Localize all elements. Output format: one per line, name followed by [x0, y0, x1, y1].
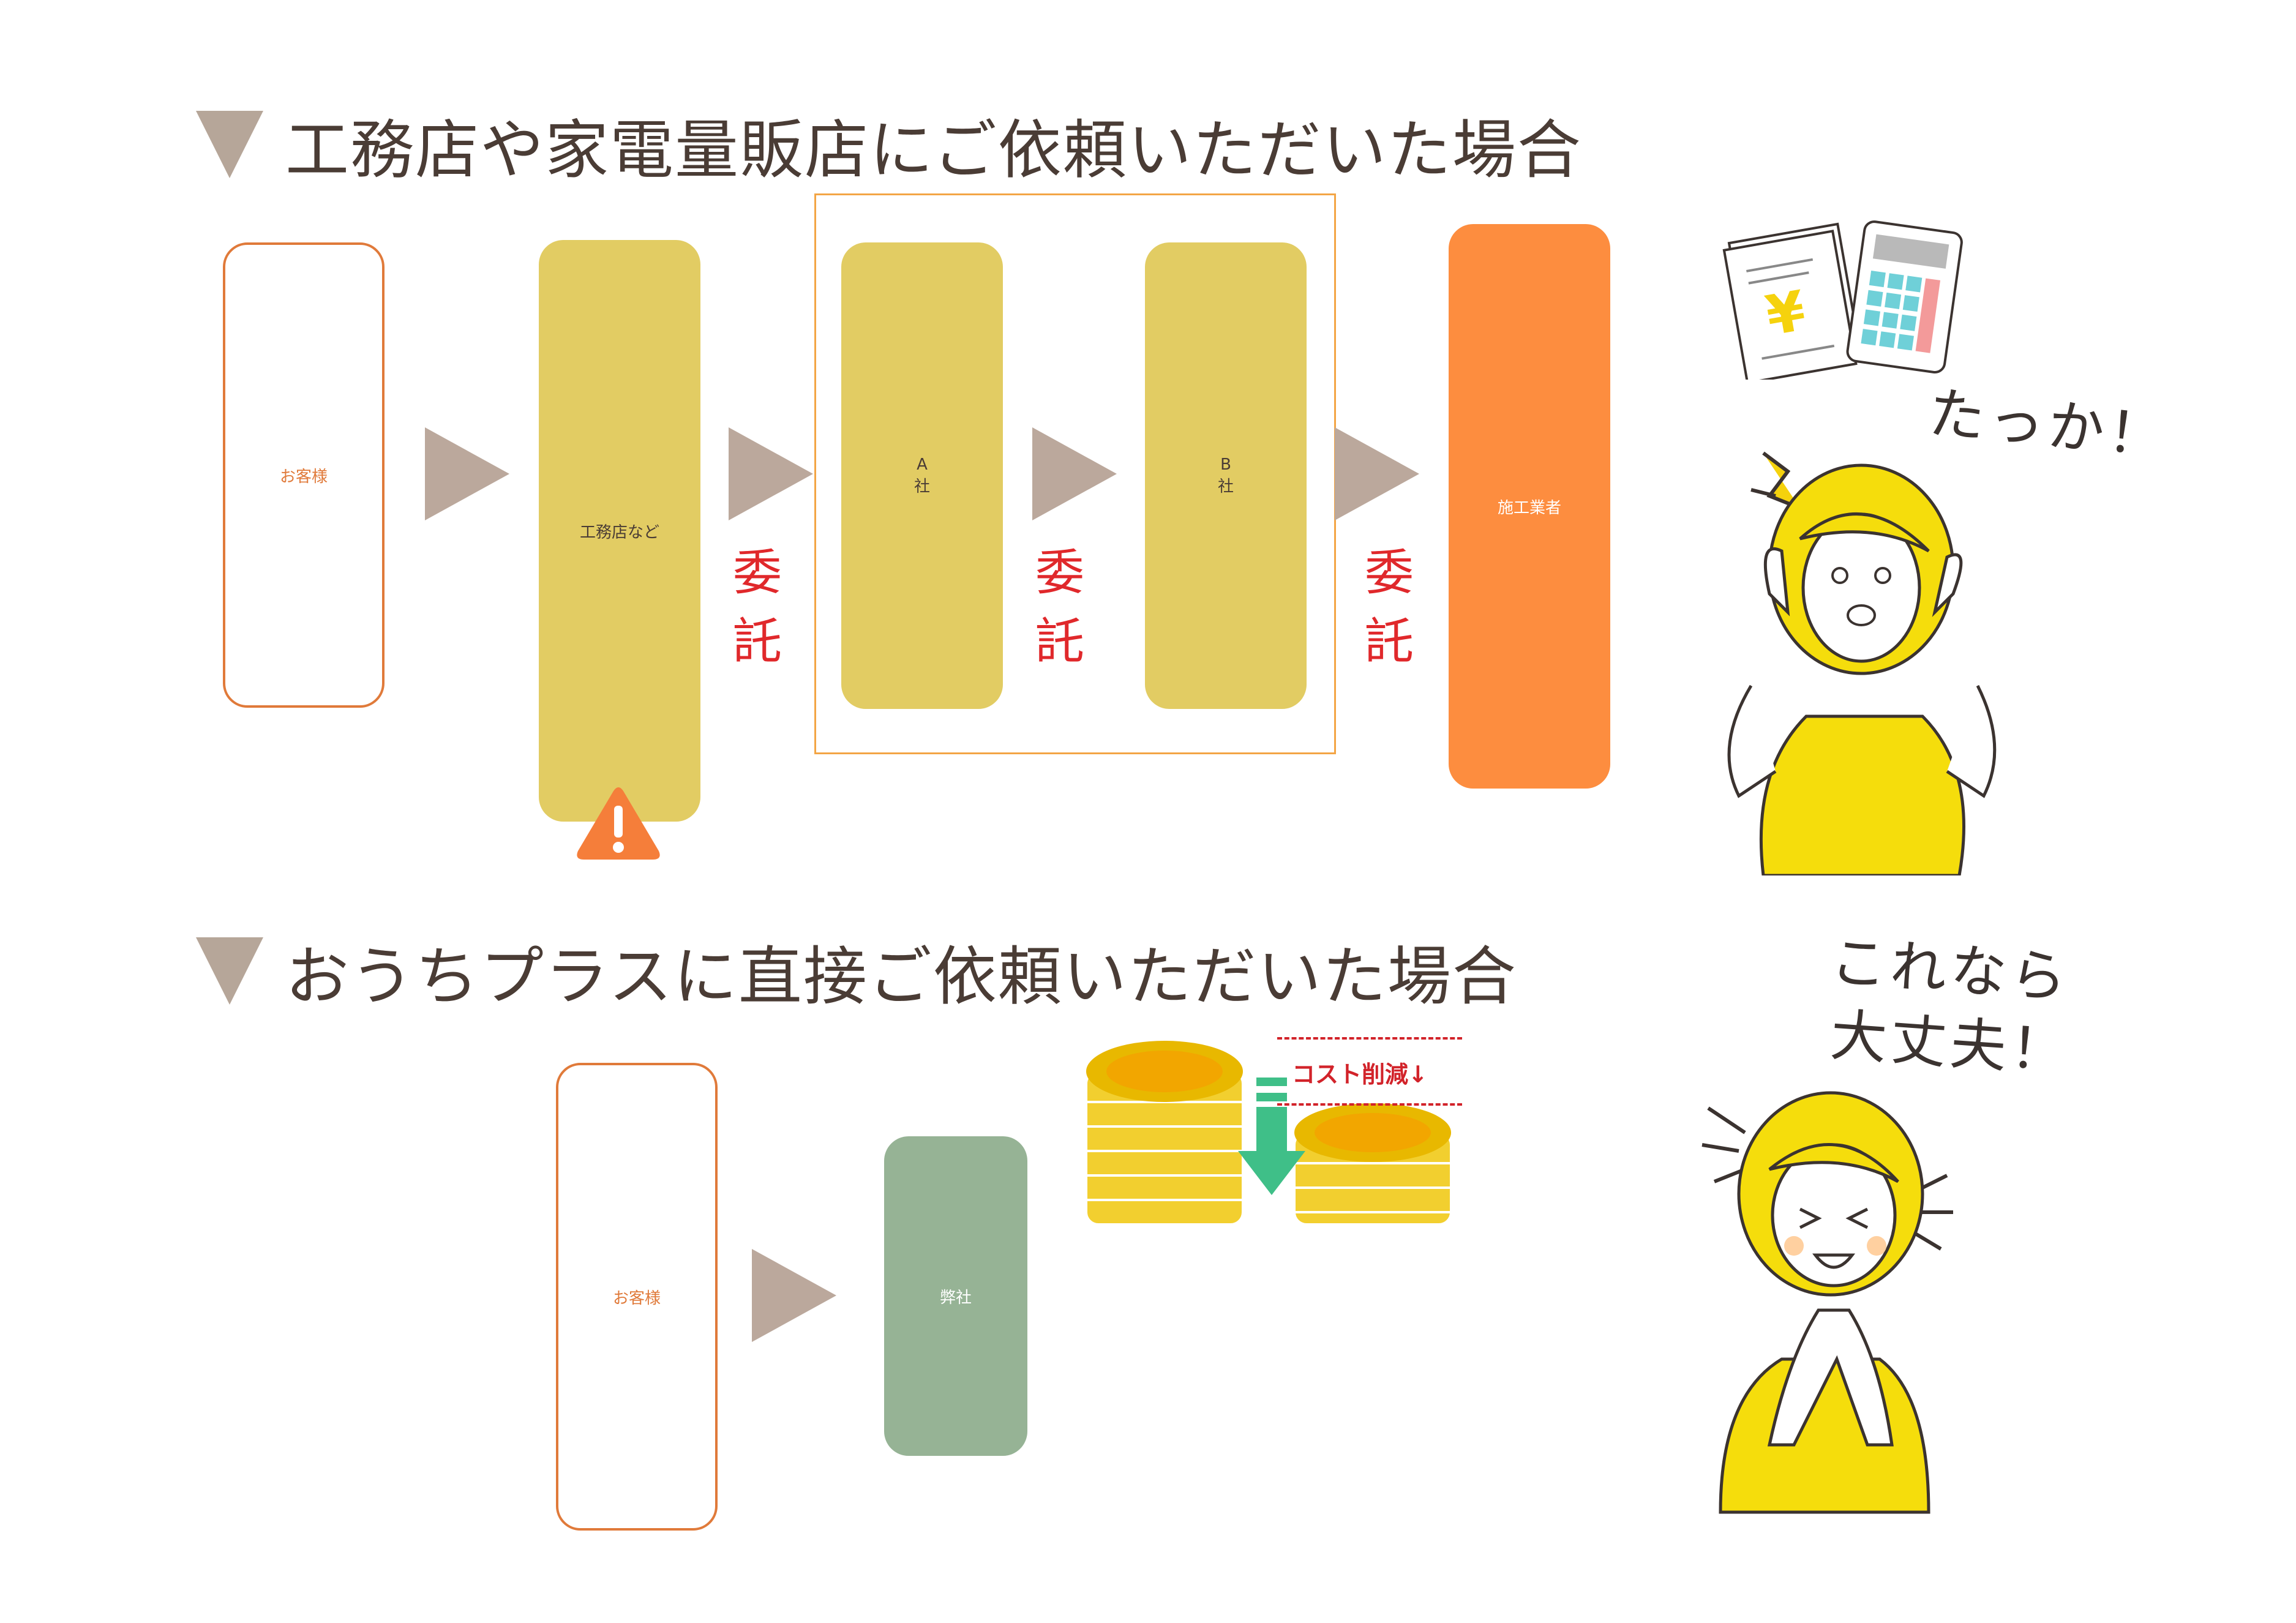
builder-label: 施工業者 — [1497, 498, 1561, 517]
warning-icon — [577, 787, 660, 860]
heading-triangle-icon — [196, 110, 263, 178]
company-b-label-line1: B — [1220, 455, 1231, 474]
yen-document-icon: ¥ — [1722, 220, 1963, 380]
customer-label-2: お客様 — [612, 1289, 661, 1308]
contractor-box: 工務店など — [539, 240, 700, 822]
itaku-label-2: 委 託 — [1035, 544, 1084, 670]
section1-heading: 工務店や家電量販店にご依頼いただいた場合 — [196, 98, 1582, 190]
flow-arrow-4 — [1335, 427, 1419, 520]
section1-heading-text: 工務店や家電量販店にご依頼いただいた場合 — [285, 113, 1582, 187]
our-company-label: 弊社 — [939, 1288, 972, 1307]
contractor-label: 工務店など — [579, 523, 659, 542]
cost-dash-line-top — [1277, 1037, 1462, 1040]
cost-dash-line-bottom — [1277, 1103, 1462, 1106]
itaku-label-3: 委 託 — [1365, 544, 1414, 670]
itaku-label-1: 委 託 — [733, 544, 782, 670]
flow-arrow-2 — [729, 427, 813, 520]
section2-heading: おうちプラスに直接ご依頼いただいた場合 — [196, 924, 1517, 1017]
relief-text-line2: 大丈夫！ — [1828, 1002, 2073, 1085]
company-a-label-line2: 社 — [914, 477, 930, 496]
heading-triangle-icon — [196, 937, 263, 1005]
customer-box: お客様 — [223, 242, 385, 708]
coin-stack-icon — [1085, 1041, 1452, 1226]
customer-box-2: お客様 — [556, 1063, 718, 1531]
company-a-box: A 社 — [841, 242, 1003, 709]
our-company-box: 弊社 — [884, 1136, 1027, 1456]
company-b-box: B 社 — [1145, 242, 1307, 709]
company-a-label-line1: A — [917, 455, 928, 474]
flow-arrow-1 — [425, 427, 509, 520]
company-b-label-line2: 社 — [1217, 477, 1234, 496]
flow-arrow-5 — [752, 1249, 836, 1342]
shocked-woman-illustration — [1727, 451, 1997, 875]
flow-arrow-3 — [1032, 427, 1117, 520]
builder-box: 施工業者 — [1449, 224, 1610, 789]
cost-reduction-label: コスト削減↓ — [1292, 1061, 1428, 1088]
customer-label: お客様 — [279, 467, 328, 486]
section2-heading-text: おうちプラスに直接ご依頼いただいた場合 — [285, 939, 1517, 1014]
happy-woman-illustration — [1701, 1091, 1953, 1514]
